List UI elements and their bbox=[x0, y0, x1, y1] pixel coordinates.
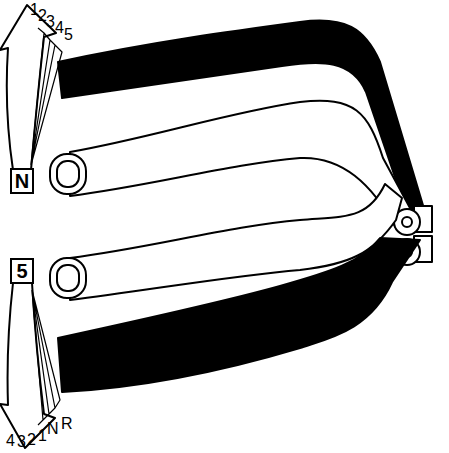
shift-pedal bbox=[70, 101, 410, 228]
gear-number: 5 bbox=[64, 27, 73, 43]
gear-box: N bbox=[10, 168, 34, 194]
shift-band bbox=[58, 238, 420, 392]
gear-number: 4 bbox=[55, 20, 64, 36]
pedal-end bbox=[50, 154, 86, 194]
upshift-arrow bbox=[0, 5, 56, 170]
gear-number: N bbox=[47, 421, 59, 437]
gear-number: 2 bbox=[27, 432, 36, 448]
fan-lines bbox=[32, 290, 60, 425]
gear-number: R bbox=[61, 416, 73, 432]
fan-lines bbox=[31, 28, 62, 165]
gear-box: 5 bbox=[10, 258, 34, 284]
pedal-end bbox=[50, 258, 86, 298]
gear-number: 3 bbox=[17, 434, 26, 450]
pivot bbox=[402, 217, 412, 227]
pedal-end bbox=[57, 265, 79, 291]
gear-number: 3 bbox=[46, 14, 55, 30]
pedal-end bbox=[57, 161, 79, 187]
gear-letter: N bbox=[15, 171, 29, 191]
gear-letter: 5 bbox=[16, 261, 27, 281]
gear-number: 4 bbox=[6, 433, 15, 449]
shift-band bbox=[58, 21, 428, 230]
gear-number: 1 bbox=[38, 428, 47, 444]
gear-number: 1 bbox=[30, 2, 39, 18]
gear-number: 2 bbox=[38, 8, 47, 24]
